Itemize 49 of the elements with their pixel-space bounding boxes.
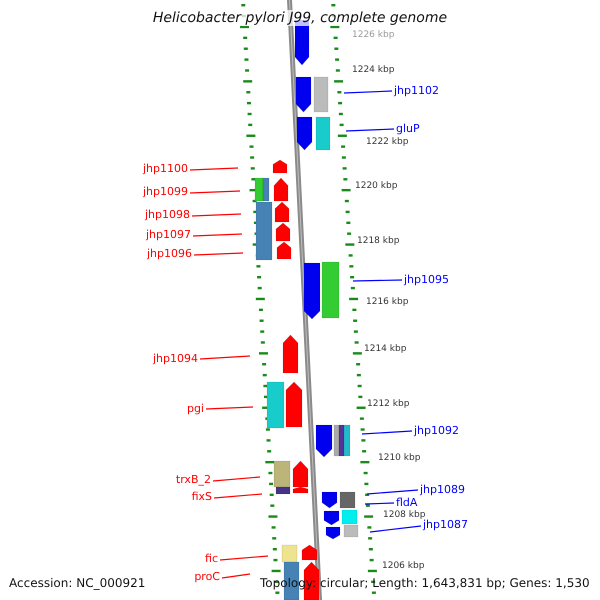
leader-line <box>346 128 394 132</box>
leader-line <box>364 502 394 505</box>
gene-label: jhp1087 <box>423 519 468 530</box>
gene-label: fldA <box>396 497 418 508</box>
leader-line <box>206 406 254 410</box>
position-label: 1212 kbp <box>367 400 410 409</box>
gene-label: jhp1096 <box>146 248 192 259</box>
gene-label: jhp1095 <box>404 274 450 285</box>
gene-label: jhp1098 <box>144 209 190 220</box>
position-label: 1220 kbp <box>355 182 398 191</box>
leader-line <box>194 252 244 256</box>
position-label: 1206 kbp <box>382 562 424 571</box>
position-label: 1224 kbp <box>352 66 394 75</box>
leader-line <box>190 190 240 194</box>
gene-label: jhp1099 <box>142 186 188 197</box>
position-label: 1210 kbp <box>378 454 420 463</box>
gene-label: jhp1102 <box>394 85 440 96</box>
leader-line <box>352 279 402 282</box>
gene-label: jhp1100 <box>142 163 188 174</box>
leader-line <box>362 430 412 435</box>
gene-label: jhp1094 <box>152 353 198 364</box>
gene-label: jhp1097 <box>146 229 191 240</box>
leader-line <box>222 573 250 579</box>
leader-line <box>370 525 422 533</box>
gene-label: fixS <box>192 491 212 502</box>
gene-label: jhp1089 <box>420 484 466 495</box>
position-label: 1222 kbp <box>366 138 408 147</box>
position-label: 1208 kbp <box>383 511 426 520</box>
gene-label: proC <box>194 571 220 582</box>
gene-label: pgi <box>186 403 204 414</box>
title: Helicobacter pylori J99, complete genome <box>152 11 448 25</box>
gene-label: gluP <box>396 123 420 134</box>
leader-line <box>220 555 268 561</box>
gene-label: jhp1092 <box>414 425 460 436</box>
position-label: 1226 kbp <box>352 31 394 40</box>
position-label: 1216 kbp <box>366 298 408 307</box>
position-label: 1218 kbp <box>357 237 400 246</box>
gene-label: fic <box>205 553 218 564</box>
gene-label: trxB_2 <box>176 474 211 485</box>
leader-line <box>214 493 262 499</box>
leader-line <box>192 213 242 217</box>
leader-line <box>344 90 392 94</box>
leader-line <box>200 355 250 360</box>
accession-text: Accession: NC_000921 <box>9 577 146 589</box>
leader-line <box>190 167 238 171</box>
leader-line <box>192 233 242 237</box>
position-label: 1214 kbp <box>364 345 406 354</box>
leader-line <box>366 489 418 495</box>
leader-line <box>212 476 260 482</box>
